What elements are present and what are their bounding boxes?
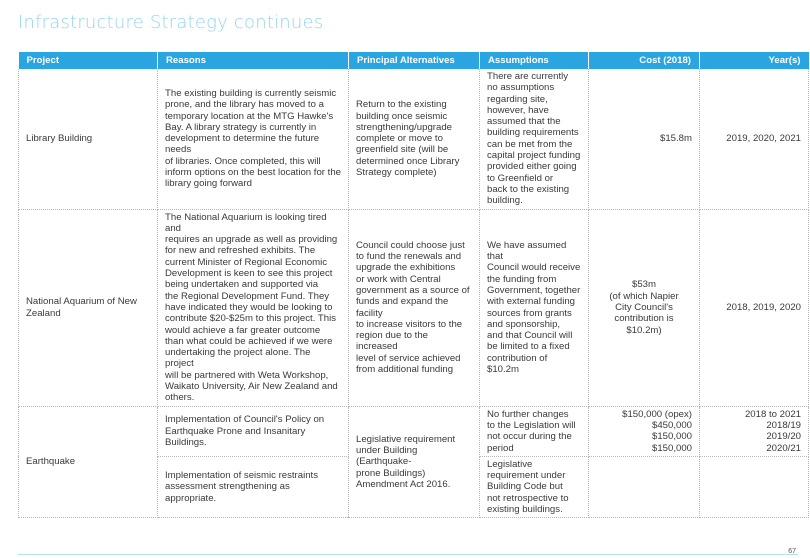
cost-cell: $15.8m	[588, 69, 700, 210]
years-cell	[699, 456, 809, 519]
column-header-assumptions: Assumptions	[479, 52, 589, 69]
column-header-reasons: Reasons	[157, 52, 349, 69]
project-cell: National Aquarium of New Zealand	[18, 209, 158, 407]
cost-cell: $150,000 (opex) $450,000 $150,000 $150,0…	[588, 406, 700, 457]
years-cell: 2018, 2019, 2020	[699, 209, 809, 407]
cost-cell: $53m (of which Napier City Council's con…	[588, 209, 700, 407]
table-header-row: Project Reasons Principal Alternatives A…	[18, 52, 809, 69]
infrastructure-strategy-table: Project Reasons Principal Alternatives A…	[18, 52, 809, 519]
column-header-project: Project	[18, 52, 158, 69]
years-cell: 2018 to 2021 2018/19 2019/20 2020/21	[699, 406, 809, 457]
project-cell: Library Building	[18, 69, 158, 210]
assumptions-cell: No further changes to the Legislation wi…	[479, 406, 589, 457]
alternatives-cell: Return to the existing building once sei…	[348, 69, 480, 210]
years-cell: 2019, 2020, 2021	[699, 69, 809, 210]
reasons-cell: Implementation of seismic restraints ass…	[157, 456, 349, 519]
alternatives-cell: Legislative requirement under Building (…	[348, 406, 480, 519]
project-cell: Earthquake	[18, 406, 158, 519]
page-number: 67	[788, 548, 796, 555]
table-row: Implementation of seismic restraints ass…	[19, 456, 809, 519]
reasons-cell: Implementation of Council's Policy on Ea…	[157, 406, 349, 457]
assumptions-cell: There are currently no assumptions regar…	[479, 69, 589, 210]
table-row: Earthquake Implementation of Council's P…	[18, 406, 809, 519]
column-header-years: Year(s)	[699, 52, 809, 69]
alternatives-cell: Council could choose just to fund the re…	[348, 209, 480, 407]
table-row: National Aquarium of New Zealand The Nat…	[18, 209, 809, 407]
assumptions-cell: Legislative requirement under Building C…	[479, 456, 589, 519]
reasons-cell: The existing building is currently seism…	[157, 69, 349, 210]
reasons-cell: The National Aquarium is looking tired a…	[157, 209, 349, 407]
cost-cell	[588, 456, 700, 519]
table-row: Library Building The existing building i…	[18, 69, 809, 210]
page-title: Infrastructure Strategy continues	[18, 12, 324, 33]
assumptions-cell: We have assumed that Council would recei…	[479, 209, 589, 407]
footer-divider	[18, 554, 798, 555]
column-header-alternatives: Principal Alternatives	[348, 52, 480, 69]
column-header-cost: Cost (2018)	[588, 52, 700, 69]
